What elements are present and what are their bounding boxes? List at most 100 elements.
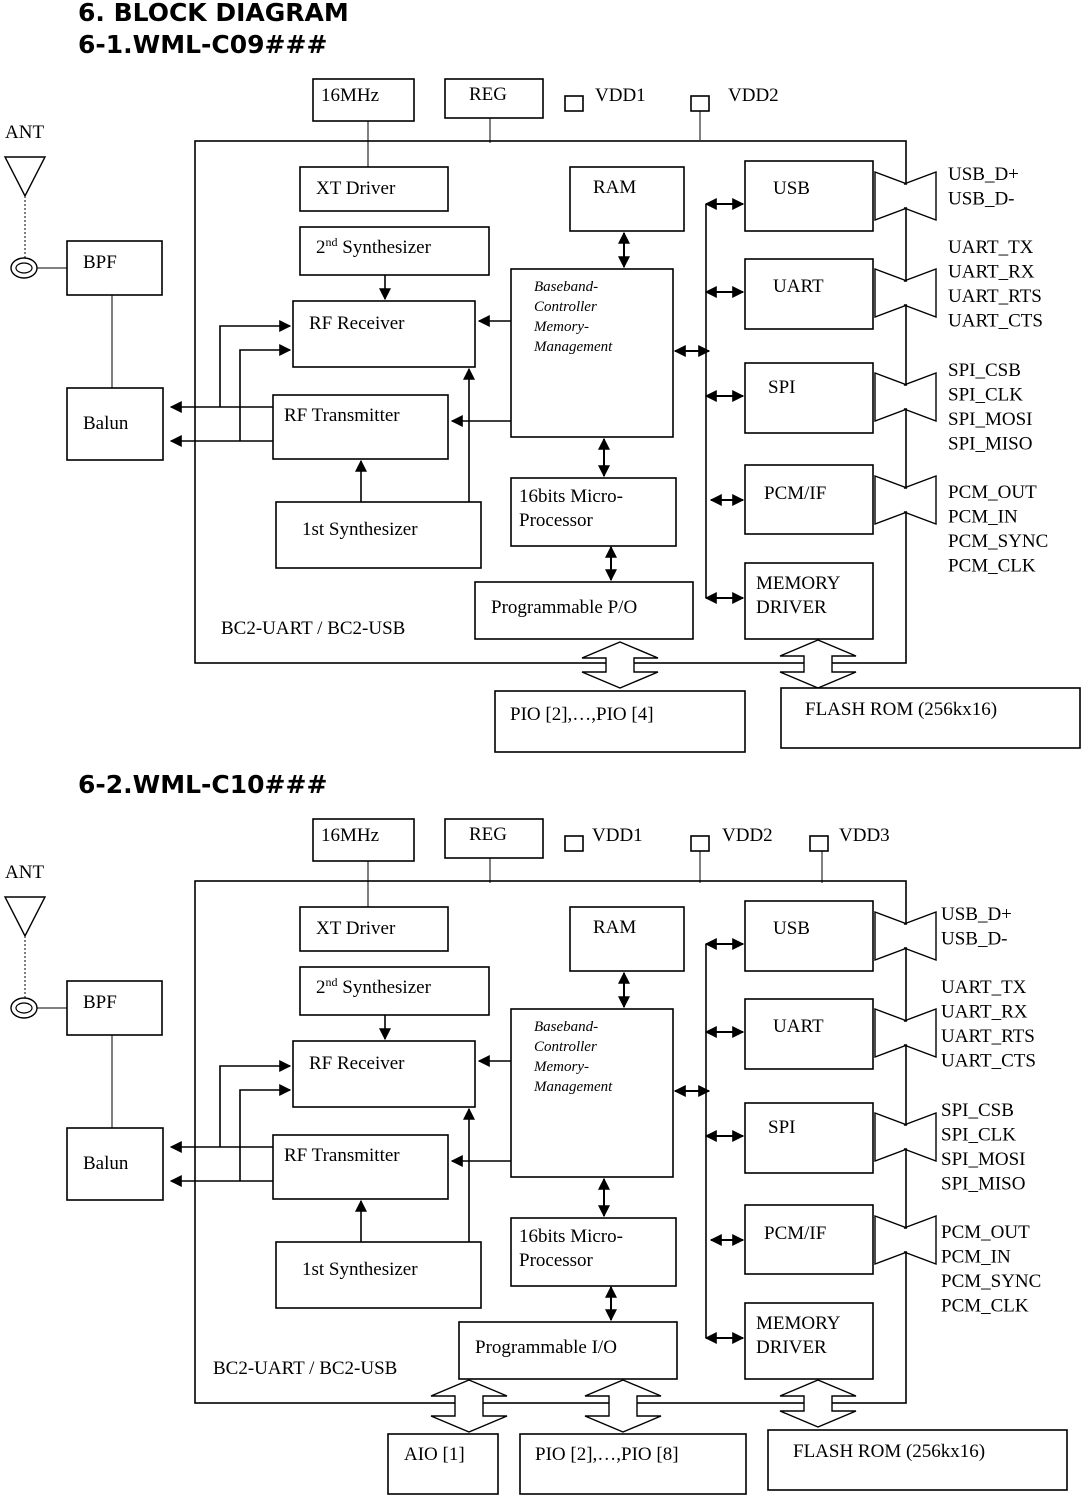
- signal-label-pcm: PCM_IN: [948, 507, 1018, 528]
- xt-driver-label: XT Driver: [316, 178, 396, 199]
- micro-block: [510, 477, 677, 547]
- pcm-port-arrow: [874, 474, 937, 526]
- signal-label-spi: SPI_CSB: [941, 1100, 1014, 1121]
- micro-label-line: Processor: [519, 510, 594, 531]
- baseband-block: [510, 268, 674, 438]
- rf-receiver-label: RF Receiver: [309, 1053, 405, 1074]
- signal-label-pcm: PCM_CLK: [948, 556, 1036, 577]
- signal-label-pcm: PCM_OUT: [948, 482, 1037, 503]
- uart-label: UART: [773, 1016, 824, 1037]
- programmable-io-label: Programmable I/O: [475, 1337, 617, 1358]
- synth2-label: 2nd Synthesizer: [316, 975, 432, 998]
- pio-ext-block: [494, 690, 746, 753]
- balun-label: Balun: [83, 413, 129, 434]
- aio-ext-label: AIO [1]: [404, 1444, 465, 1465]
- signal-label-pcm: PCM_OUT: [941, 1222, 1030, 1243]
- regulator-label: REG: [469, 84, 507, 105]
- usb-port-arrow: [874, 910, 937, 962]
- synth1-block: [275, 501, 482, 569]
- programmable-io-label: Programmable P/O: [491, 597, 637, 618]
- spi-label: SPI: [768, 1117, 795, 1138]
- pcm-block: [744, 464, 874, 535]
- spi-label: SPI: [768, 377, 795, 398]
- xt-driver-block: [299, 906, 449, 952]
- regulator-block: [444, 78, 544, 119]
- usb-port-arrow: [874, 170, 937, 222]
- pio-bus-arrow: [581, 641, 659, 689]
- xt-driver-block: [299, 166, 449, 212]
- vdd2-label: VDD2: [728, 85, 779, 106]
- ram-label: RAM: [593, 177, 636, 198]
- memory-driver-block: [744, 562, 874, 640]
- section-heading: 6-1.WML-C09###: [78, 30, 327, 59]
- signal-label-pcm: PCM_SYNC: [948, 531, 1048, 552]
- spi-block: [744, 362, 874, 434]
- signal-label-spi: SPI_CLK: [941, 1125, 1016, 1146]
- chip-label: BC2-UART / BC2-USB: [221, 618, 405, 639]
- ram-block: [569, 906, 685, 972]
- ram-label: RAM: [593, 917, 636, 938]
- vdd2-pin: [690, 835, 710, 852]
- oscillator-label: 16MHz: [321, 85, 379, 106]
- synth2-block: [299, 966, 490, 1016]
- antenna-label: ANT: [5, 862, 44, 883]
- baseband-label-line: Controller: [534, 1039, 597, 1055]
- signal-label-spi: SPI_CLK: [948, 385, 1023, 406]
- spi-port-arrow: [874, 371, 937, 423]
- signal-label-spi: SPI_MOSI: [941, 1149, 1025, 1170]
- vdd3-label: VDD3: [839, 825, 890, 846]
- baseband-label-line: Management: [533, 339, 613, 355]
- rf-transmitter-block: [272, 1134, 449, 1200]
- baseband-label-line: Baseband-: [534, 279, 598, 295]
- signal-label-usb: USB_D-: [948, 189, 1015, 210]
- connector-icon: [15, 262, 33, 274]
- balun-to-rx-arrow: [219, 1060, 292, 1147]
- vdd1-pin: [564, 835, 584, 852]
- vdd1-label: VDD1: [595, 85, 646, 106]
- bpf-label: BPF: [83, 992, 117, 1013]
- micro-block: [510, 1217, 677, 1287]
- pio-ext-label: PIO [2],…,PIO [8]: [535, 1444, 679, 1465]
- uart-block: [744, 998, 874, 1070]
- uart-port-arrow: [874, 267, 937, 319]
- usb-label: USB: [773, 918, 810, 939]
- antenna-icon: [3, 156, 47, 198]
- regulator-label: REG: [469, 824, 507, 845]
- signal-label-uart: UART_TX: [941, 977, 1027, 998]
- balun-label: Balun: [83, 1153, 129, 1174]
- pio-bus-arrow: [584, 1379, 662, 1433]
- usb-label: USB: [773, 178, 810, 199]
- chip-label: BC2-UART / BC2-USB: [213, 1358, 397, 1379]
- aio-ext-block: [387, 1433, 499, 1495]
- aio-bus-arrow: [430, 1379, 508, 1433]
- usb-block: [744, 900, 874, 972]
- memory-driver-label-line: MEMORY: [756, 573, 841, 594]
- synth1-block: [275, 1241, 482, 1309]
- xt-driver-label: XT Driver: [316, 918, 396, 939]
- rf-transmitter-label: RF Transmitter: [284, 1145, 400, 1166]
- flash-bus-arrow: [779, 639, 857, 689]
- signal-label-uart: UART_RX: [948, 262, 1035, 283]
- programmable-io-block: [458, 1321, 678, 1380]
- micro-label-line: 16bits Micro-: [519, 1226, 623, 1247]
- synth2-rest: Synthesizer: [338, 237, 432, 258]
- signal-label-usb: USB_D+: [941, 904, 1012, 925]
- pcm-port-arrow: [874, 1214, 937, 1266]
- synth2-block: [299, 226, 490, 276]
- rf-transmitter-label: RF Transmitter: [284, 405, 400, 426]
- oscillator-block: [312, 818, 415, 862]
- memory-driver-label-line: MEMORY: [756, 1313, 841, 1334]
- synth2-label: 2nd Synthesizer: [316, 235, 432, 258]
- signal-label-uart: UART_CTS: [941, 1051, 1036, 1072]
- signal-label-uart: UART_RTS: [941, 1026, 1035, 1047]
- section-heading: 6-2.WML-C10###: [78, 770, 327, 799]
- pcm-block: [744, 1204, 874, 1275]
- programmable-io-block: [474, 581, 694, 640]
- oscillator-block: [312, 78, 415, 122]
- synth2-rest: Synthesizer: [338, 977, 432, 998]
- vdd2-label: VDD2: [722, 825, 773, 846]
- bpf-label: BPF: [83, 252, 117, 273]
- baseband-label-line: Management: [533, 1079, 613, 1095]
